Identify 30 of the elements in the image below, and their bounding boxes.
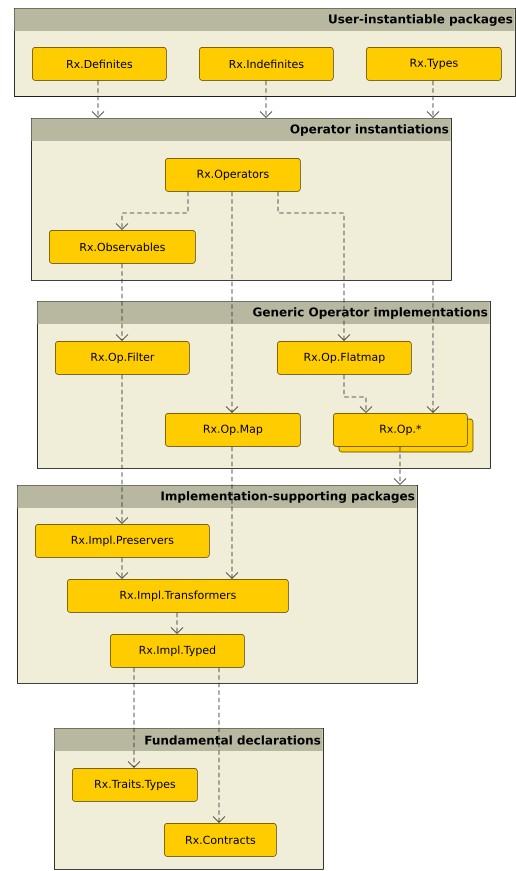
package-box: Rx.Operators — [165, 158, 301, 192]
dependency-arrow — [344, 374, 372, 413]
dependency-arrow — [116, 374, 128, 524]
dependency-arrow — [212, 667, 226, 823]
dependency-arrow — [426, 280, 440, 413]
package-box: Rx.Types — [366, 47, 502, 81]
dependency-arrow — [92, 80, 104, 118]
dependency-arrow — [226, 446, 238, 579]
dependency-arrow — [226, 191, 238, 413]
package-box: Rx.Impl.Preservers — [35, 524, 210, 558]
package-box: Rx.Op.Map — [165, 413, 301, 447]
package-box: Rx.Observables — [49, 230, 196, 264]
dependency-arrow — [278, 191, 350, 342]
package-box: Rx.Impl.Transformers — [67, 579, 289, 613]
package-box: Rx.Impl.Typed — [110, 634, 245, 668]
package-box: Rx.Op.Filter — [55, 341, 190, 375]
dependency-arrow — [128, 667, 140, 768]
dependency-arrow — [116, 191, 188, 230]
dependency-arrow — [116, 263, 128, 342]
package-box: Rx.Contracts — [164, 823, 277, 857]
package-box: Rx.Definites — [32, 47, 167, 81]
package-box: Rx.Op.Flatmap — [277, 341, 412, 375]
dependency-arrow — [116, 557, 128, 579]
dependency-arrow — [426, 80, 440, 118]
package-box: Rx.Indefinites — [199, 47, 334, 81]
dependency-arrow — [170, 612, 184, 634]
package-box: Rx.Traits.Types — [72, 768, 198, 802]
dependency-arrow — [260, 80, 272, 118]
dependency-arrow — [394, 446, 406, 485]
package-box: Rx.Op.* — [333, 413, 474, 452]
